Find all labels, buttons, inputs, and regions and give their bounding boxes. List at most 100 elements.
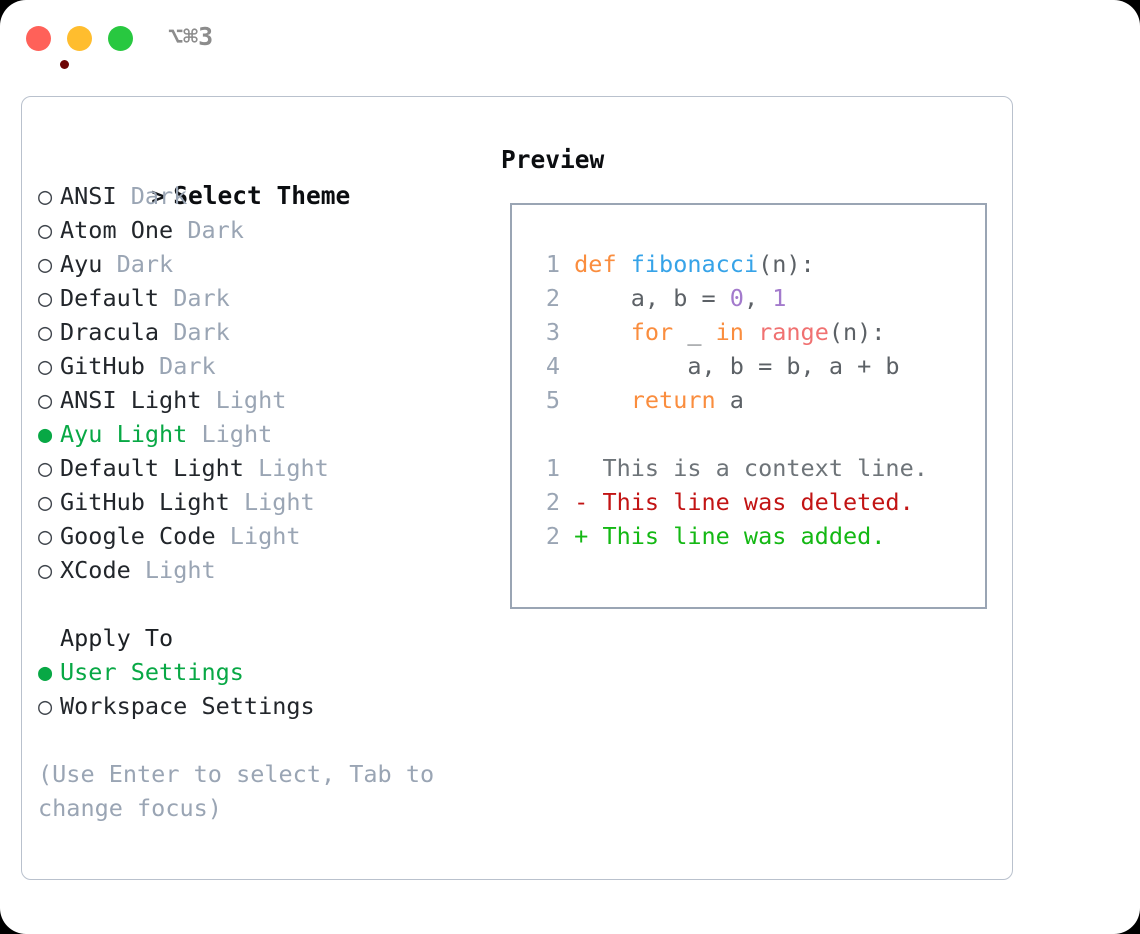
- code-token: (n):: [758, 250, 815, 278]
- spacer: [117, 182, 131, 210]
- line-number: 3: [545, 318, 560, 346]
- theme-name-label: ANSI: [60, 182, 117, 210]
- diff-line: 2 - This line was deleted.: [536, 485, 928, 519]
- theme-kind-label: Dark: [187, 216, 244, 244]
- spacer: [131, 556, 145, 584]
- minimize-window-button[interactable]: [67, 26, 92, 51]
- theme-list-item[interactable]: ○GitHub Light Light: [38, 485, 478, 519]
- theme-kind-label: Dark: [130, 182, 188, 210]
- radio-empty-icon[interactable]: ○: [38, 488, 53, 516]
- radio-empty-icon[interactable]: ○: [38, 284, 53, 312]
- theme-kind-label: Light: [243, 488, 315, 516]
- recording-indicator-icon: [60, 60, 69, 69]
- theme-kind-label: Light: [201, 420, 273, 448]
- code-line: 5 return a: [536, 383, 900, 417]
- line-number: 2: [545, 522, 560, 550]
- theme-name-label: XCode: [60, 556, 131, 584]
- code-token: range: [758, 318, 829, 346]
- spacer: [173, 216, 187, 244]
- gutter-gap: [560, 386, 574, 414]
- code-token: [574, 318, 631, 346]
- radio-empty-icon[interactable]: ○: [38, 556, 53, 584]
- theme-list-item[interactable]: ○Default Light Light: [38, 451, 478, 485]
- theme-list-item[interactable]: ●Ayu Light Light: [38, 417, 478, 451]
- line-number: 2: [545, 284, 560, 312]
- theme-list-item[interactable]: ○ANSI Light Light: [38, 383, 478, 417]
- theme-list-item[interactable]: ○ANSI Dark: [38, 179, 478, 213]
- theme-list-item[interactable]: ○Atom One Dark: [38, 213, 478, 247]
- theme-name-label: Atom One: [60, 216, 174, 244]
- code-token: (n):: [828, 318, 886, 346]
- radio-empty-icon[interactable]: ○: [38, 386, 53, 414]
- code-line: 3 for _ in range(n):: [536, 315, 900, 349]
- line-number: 2: [545, 488, 560, 516]
- theme-kind-label: Light: [229, 522, 301, 550]
- theme-list-item[interactable]: ○Default Dark: [38, 281, 478, 315]
- theme-option-list: ○ANSI Dark○Atom One Dark○Ayu Dark○Defaul…: [38, 179, 478, 587]
- spacer: [102, 250, 116, 278]
- diff-marker: +: [574, 522, 603, 550]
- theme-list-item[interactable]: ○GitHub Dark: [38, 349, 478, 383]
- radio-empty-icon[interactable]: ○: [38, 182, 53, 210]
- select-theme-heading: >Select Theme: [38, 145, 478, 210]
- diff-text: This line was added.: [602, 522, 886, 550]
- apply-to-option[interactable]: ○Workspace Settings: [38, 689, 478, 723]
- code-token: 1: [772, 284, 787, 312]
- radio-empty-icon[interactable]: ○: [38, 250, 53, 278]
- radio-empty-icon[interactable]: ○: [38, 318, 53, 346]
- spacer: [230, 488, 244, 516]
- close-window-button[interactable]: [26, 26, 69, 69]
- theme-name-label: Ayu Light: [60, 420, 188, 448]
- apply-to-option-label: Workspace Settings: [60, 692, 315, 720]
- caret-icon: >: [151, 182, 166, 210]
- spacer: [216, 522, 230, 550]
- theme-name-label: Default: [60, 284, 160, 312]
- apply-to-heading: Apply To: [60, 624, 174, 652]
- radio-empty-icon[interactable]: ○: [38, 522, 53, 550]
- theme-kind-label: Light: [258, 454, 329, 482]
- apply-to-option-label: User Settings: [60, 658, 244, 686]
- keyboard-hint-text: (Use Enter to select, Tab to change focu…: [38, 760, 435, 822]
- theme-kind-label: Light: [144, 556, 216, 584]
- code-token: a: [715, 386, 744, 414]
- spacer: [145, 352, 159, 380]
- theme-list-item[interactable]: ○XCode Light: [38, 553, 478, 587]
- theme-list-item[interactable]: ○Ayu Dark: [38, 247, 478, 281]
- theme-kind-label: Light: [215, 386, 287, 414]
- diff-line: 1 This is a context line.: [536, 451, 928, 485]
- code-token: _: [673, 318, 716, 346]
- theme-list-item[interactable]: ○Google Code Light: [38, 519, 478, 553]
- radio-empty-icon[interactable]: ○: [38, 692, 53, 720]
- spacer: [244, 454, 258, 482]
- diff-line: 2 + This line was added.: [536, 519, 928, 553]
- theme-list-column: >Select Theme ○ANSI Dark○Atom One Dark○A…: [38, 145, 478, 825]
- gutter-gap: [560, 522, 574, 550]
- code-line: 1 def fibonacci(n):: [536, 247, 900, 281]
- diff-text: This line was deleted.: [602, 488, 914, 516]
- theme-name-label: Default Light: [60, 454, 244, 482]
- diff-marker: [574, 454, 602, 482]
- code-token: return: [630, 386, 716, 414]
- radio-selected-icon[interactable]: ●: [38, 420, 53, 448]
- theme-name-label: GitHub: [60, 352, 145, 380]
- gutter-gap: [560, 352, 574, 380]
- maximize-window-button[interactable]: [108, 26, 133, 51]
- theme-selector-panel: >Select Theme ○ANSI Dark○Atom One Dark○A…: [21, 96, 1013, 880]
- radio-empty-icon[interactable]: ○: [38, 454, 53, 482]
- window-titlebar: ⌥⌘3: [0, 0, 1140, 76]
- code-token: for: [630, 318, 674, 346]
- radio-empty-icon[interactable]: ○: [38, 352, 53, 380]
- code-line: 2 a, b = 0, 1: [536, 281, 900, 315]
- apply-to-option-list: ●User Settings○Workspace Settings: [38, 655, 478, 723]
- theme-list-item[interactable]: ○Dracula Dark: [38, 315, 478, 349]
- diff-preview: 1 This is a context line.2 - This line w…: [536, 451, 928, 553]
- gutter-gap: [560, 284, 574, 312]
- diff-marker: -: [574, 488, 603, 516]
- apply-to-option[interactable]: ●User Settings: [38, 655, 478, 689]
- radio-selected-icon[interactable]: ●: [38, 658, 53, 686]
- radio-empty-icon[interactable]: ○: [38, 216, 53, 244]
- gutter-gap: [560, 488, 574, 516]
